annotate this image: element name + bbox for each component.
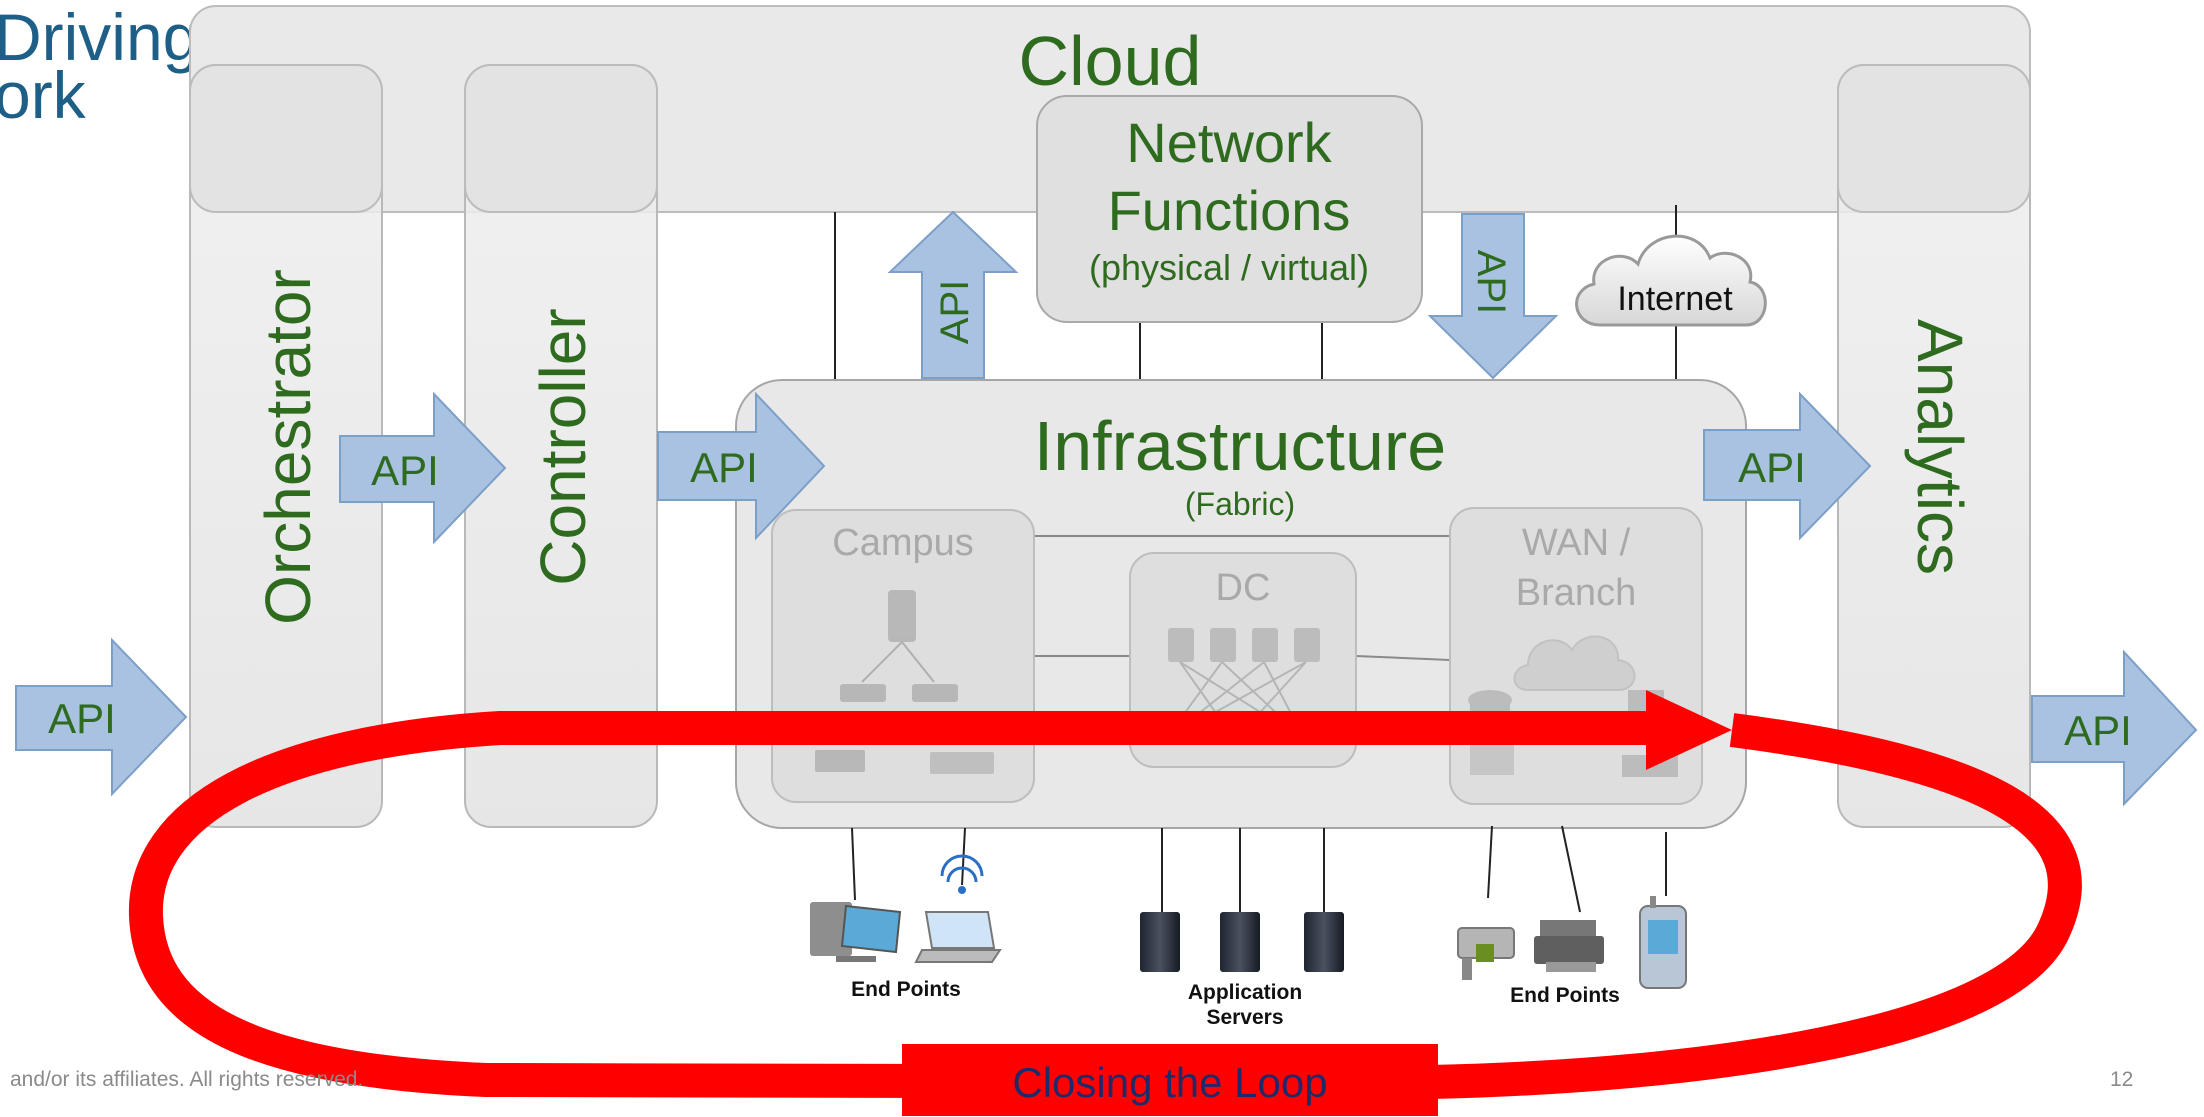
wan-branch-line1: WAN / <box>1522 522 1631 564</box>
api-arrow-infrastructure-analytics: API <box>1703 391 1872 541</box>
security-camera-icon <box>1457 927 1515 980</box>
api-arrow-controller-infrastructure: API <box>657 391 826 541</box>
desktop-computer-icon <box>810 902 902 962</box>
laptop-wireless-icon <box>914 854 1002 963</box>
footer-copyright: and/or its affiliates. All rights reserv… <box>10 1068 364 1091</box>
closing-loop-arrowhead <box>1646 690 1732 770</box>
internet-label: Internet <box>1617 280 1733 318</box>
orchestrator-cloud-overlap <box>189 64 383 213</box>
api-arrow-oc-label: API <box>371 447 439 494</box>
endpoint-line-4 <box>1561 825 1581 913</box>
title-fragment-line1: Driving <box>0 0 200 74</box>
pda-phone-icon <box>1639 896 1687 989</box>
orchestrator-label: Orchestrator <box>252 269 324 625</box>
api-arrow-down: API <box>1427 213 1559 380</box>
network-functions-panel <box>1036 95 1423 323</box>
api-arrow-down-label: API <box>1469 250 1513 314</box>
wan-branch-line2: Branch <box>1516 572 1636 614</box>
api-arrow-input-label: API <box>48 695 116 742</box>
endpoints-right-label: End Points <box>1510 984 1620 1007</box>
app-servers-line1: Application <box>1188 981 1302 1004</box>
endpoint-line-1 <box>851 827 856 901</box>
closing-loop-label: Closing the Loop <box>1012 1059 1327 1106</box>
app-servers-line2: Servers <box>1206 1006 1283 1029</box>
api-arrow-orchestrator-controller: API <box>339 391 507 545</box>
network-functions-line2: Functions <box>1108 179 1351 242</box>
api-arrow-up-label: API <box>933 280 977 344</box>
server-icon <box>1140 912 1180 972</box>
campus-switch-icons <box>815 590 994 774</box>
network-functions-line1: Network <box>1126 111 1332 174</box>
dc-fabric-icon <box>1164 628 1320 741</box>
title-fragment-line2: ork <box>0 58 86 132</box>
infrastructure-sublabel: (Fabric) <box>1185 486 1295 522</box>
closing-loop-ring <box>128 711 2082 1099</box>
api-arrow-ia-label: API <box>1738 444 1806 491</box>
controller-cloud-overlap <box>464 64 658 213</box>
api-arrow-up: API <box>887 210 1019 379</box>
dc-wan-link <box>1355 655 1451 661</box>
controller-label: Controller <box>527 308 599 585</box>
campus-label: Campus <box>832 522 974 564</box>
printer-icon <box>1534 920 1604 972</box>
internet-cloud-icon <box>1575 234 1767 327</box>
network-functions-line3: (physical / virtual) <box>1089 247 1369 288</box>
dc-label: DC <box>1216 567 1271 609</box>
server-icon <box>1220 912 1260 972</box>
cloud-label: Cloud <box>1019 22 1202 100</box>
api-arrow-output-label: API <box>2064 707 2132 754</box>
closing-loop-banner <box>902 1044 1438 1116</box>
analytics-cloud-overlap <box>1837 64 2031 213</box>
api-arrow-input-left: API <box>15 637 188 797</box>
server-icon <box>1304 912 1344 972</box>
endpoints-left-label: End Points <box>851 978 961 1001</box>
page-number: 12 <box>2110 1068 2134 1091</box>
api-arrow-output-right: API <box>2031 649 2198 807</box>
infrastructure-label: Infrastructure <box>1034 407 1446 485</box>
api-arrow-ci-label: API <box>690 444 758 491</box>
endpoint-line-3 <box>1487 825 1493 899</box>
analytics-label: Analytics <box>1904 319 1976 575</box>
